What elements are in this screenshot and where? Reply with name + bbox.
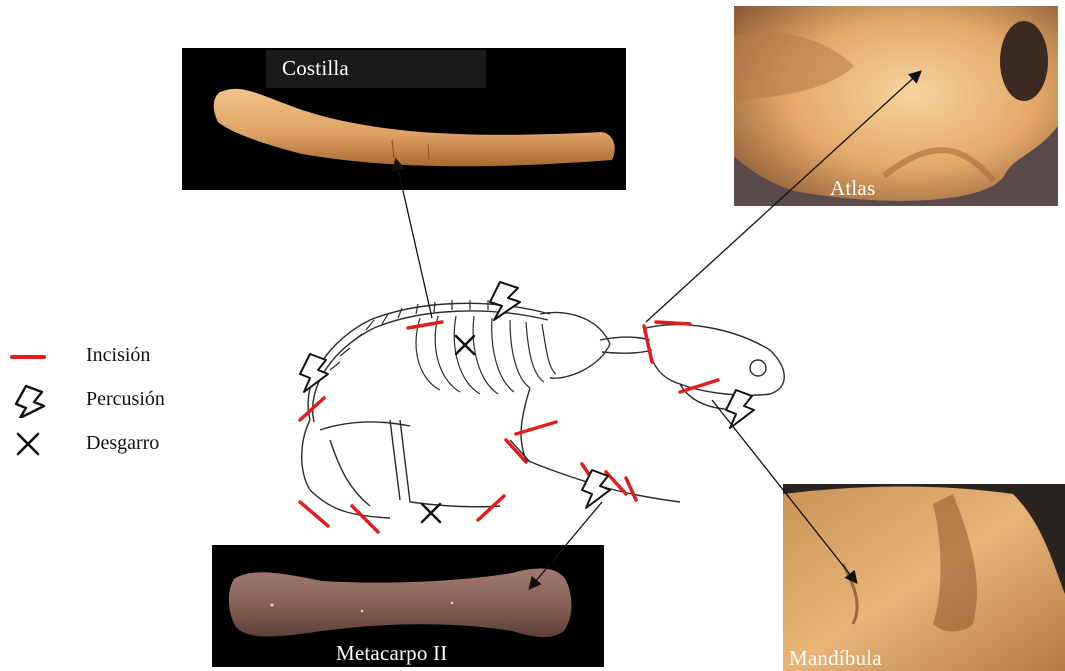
legend-label-tearing: Desgarro bbox=[86, 432, 159, 455]
cross-icon bbox=[8, 428, 48, 462]
costilla-photo: Costilla bbox=[182, 48, 626, 190]
mandibula-photo: Mandíbula bbox=[783, 484, 1065, 671]
metacarpo-photo: Metacarpo II bbox=[212, 545, 604, 667]
red-line-icon bbox=[8, 340, 48, 374]
tearing-marks bbox=[422, 336, 474, 522]
legend-label-incision: Incisión bbox=[86, 344, 150, 367]
atlas-photo: Atlas bbox=[734, 6, 1058, 206]
skeleton-diagram bbox=[270, 270, 810, 540]
mandibula-label: Mandíbula bbox=[789, 646, 882, 671]
metacarpo-label: Metacarpo II bbox=[336, 641, 447, 666]
lightning-icon bbox=[8, 384, 48, 418]
legend-label-percussion: Percusión bbox=[86, 388, 165, 411]
skeleton-outline bbox=[302, 300, 785, 518]
atlas-label: Atlas bbox=[830, 176, 875, 201]
costilla-label: Costilla bbox=[282, 56, 349, 81]
